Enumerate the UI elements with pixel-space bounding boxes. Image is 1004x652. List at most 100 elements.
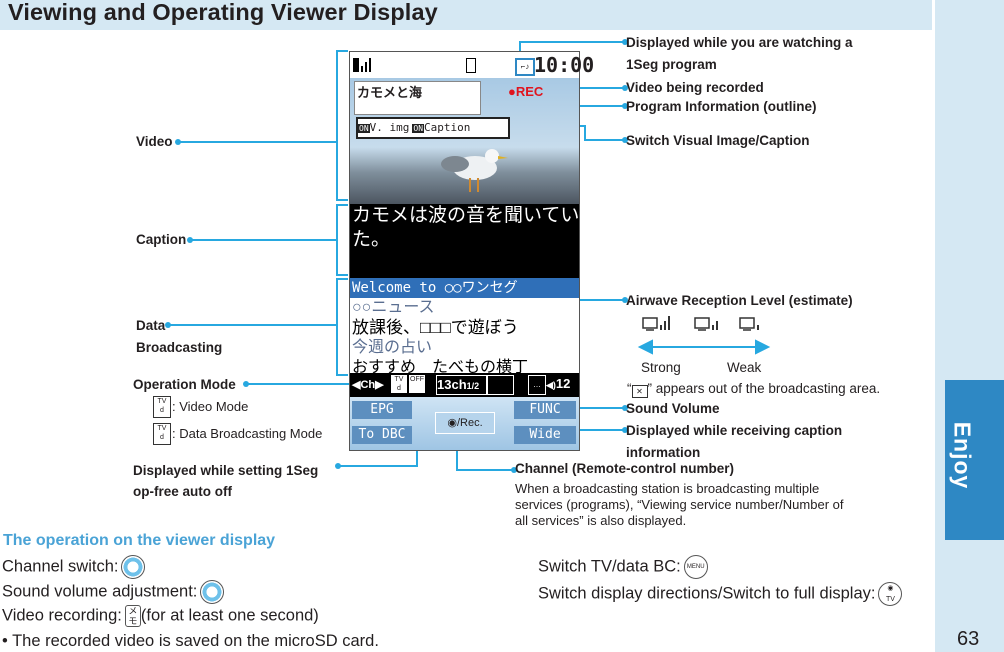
nav-key-vertical-icon bbox=[200, 580, 225, 604]
operations-title: The operation on the viewer display bbox=[3, 532, 276, 549]
volume-level: 12 bbox=[555, 376, 571, 391]
signal-level-icons bbox=[642, 316, 759, 331]
op-bullet-note: • The recorded video is saved on the mic… bbox=[2, 632, 379, 650]
on-icon-2: ON bbox=[412, 124, 425, 133]
page-header: Viewing and Operating Viewer Display bbox=[0, 0, 932, 30]
program-info-box: カモメと海 bbox=[354, 81, 481, 115]
data-line-3[interactable]: 今週の占い bbox=[352, 339, 433, 356]
battery-memo-icon bbox=[466, 58, 476, 73]
label-data-broadcasting: Data bbox=[136, 318, 166, 333]
op-channel-switch-label: Channel switch: bbox=[2, 557, 119, 576]
menu-key-icon: MENU bbox=[683, 555, 708, 579]
camera-tv-key-icon: ◉TV bbox=[878, 582, 903, 606]
op-switch-display: Switch display directions/Switch to full… bbox=[538, 582, 903, 606]
label-switch-visual: Switch Visual Image/Caption bbox=[626, 133, 810, 148]
op-switch-tv: Switch TV/data BC:MENU bbox=[538, 555, 708, 579]
data-welcome-bar: Welcome to ○○ワンセグ bbox=[350, 278, 579, 298]
caption-line-2: た。 bbox=[352, 229, 391, 250]
label-strong: Strong bbox=[641, 360, 681, 375]
camera-icon: ◉ bbox=[447, 417, 457, 429]
label-caption-info: Displayed while receiving caption bbox=[626, 423, 843, 438]
reception-level-icon bbox=[486, 375, 514, 395]
caption-label: Caption bbox=[424, 121, 471, 134]
channel-indicator: 13ch1/2 bbox=[436, 375, 488, 395]
out-of-area-text: ” appears out of the broadcasting area. bbox=[647, 381, 881, 396]
op-video-recording-label: Video recording: bbox=[2, 606, 122, 625]
caption-area: カモメは波の音を聞いてい た。 bbox=[350, 204, 579, 278]
op-video-recording: Video recording:メモ(for at least one seco… bbox=[2, 605, 319, 627]
rec-indicator: ●REC bbox=[508, 84, 544, 99]
label-recording: Video being recorded bbox=[626, 80, 764, 95]
op-switch-display-label: Switch display directions/Switch to full… bbox=[538, 584, 876, 603]
channel-desc-1: When a broadcasting station is broadcast… bbox=[515, 481, 820, 496]
tv-key-label: TV bbox=[886, 596, 895, 603]
label-auto-off-2: op-free auto off bbox=[133, 484, 232, 499]
watching-icon: ⌐♪ bbox=[515, 58, 535, 76]
softkey-func[interactable]: FUNC bbox=[514, 401, 576, 419]
caption-line-1: カモメは波の音を聞いてい bbox=[352, 205, 580, 226]
side-tab-background bbox=[935, 0, 1004, 652]
label-operation-mode: Operation Mode bbox=[133, 377, 236, 392]
channel-desc-3: all services” is also displayed. bbox=[515, 513, 687, 528]
data-line-2[interactable]: 放課後、□□□で遊ぼう bbox=[352, 318, 519, 337]
label-sound-volume: Sound Volume bbox=[626, 401, 720, 416]
label-caption-info-2: information bbox=[626, 445, 701, 460]
label-out-of-area: “✕” appears out of the broadcasting area… bbox=[627, 381, 880, 398]
page-title: Viewing and Operating Viewer Display bbox=[8, 0, 438, 25]
data-broadcasting-area: Welcome to ○○ワンセグ ○○ニュース 放課後、□□□で遊ぼう 今週の… bbox=[350, 278, 579, 378]
softkey-to-dbc[interactable]: To DBC bbox=[352, 426, 412, 444]
volume-indicator: ◀)12 bbox=[546, 375, 570, 394]
label-airwave: Airwave Reception Level (estimate) bbox=[626, 293, 853, 308]
on-icon: ON bbox=[358, 124, 370, 133]
label-watching-2: 1Seg program bbox=[626, 57, 717, 72]
softkey-wide[interactable]: Wide bbox=[514, 426, 576, 444]
op-sound-volume-label: Sound volume adjustment: bbox=[2, 582, 198, 601]
data-line-4[interactable]: おすすめ たべもの横丁 bbox=[352, 359, 529, 376]
data-line-1[interactable]: ○○ニュース bbox=[352, 299, 435, 316]
label-channel: Channel (Remote-control number) bbox=[515, 461, 735, 476]
channel-sub: 1/2 bbox=[466, 381, 480, 391]
auto-off-icon: OFF bbox=[409, 375, 425, 393]
page-number: 63 bbox=[957, 628, 980, 650]
out-of-area-icon: ✕ bbox=[631, 385, 648, 398]
label-data-mode: : Data Broadcasting Mode bbox=[172, 426, 323, 441]
op-sound-volume: Sound volume adjustment: bbox=[2, 580, 225, 604]
quote-open: “ bbox=[627, 381, 632, 396]
label-caption: Caption bbox=[136, 232, 187, 247]
label-auto-off: Displayed while setting 1Seg bbox=[133, 463, 319, 478]
label-program-info: Program Information (outline) bbox=[626, 99, 817, 114]
speaker-icon: ◀) bbox=[546, 380, 556, 390]
op-video-recording-note: (for at least one second) bbox=[140, 606, 319, 625]
channel-arrows: ◀Ch▶ bbox=[352, 379, 384, 391]
memo-key-icon: メモ bbox=[124, 605, 141, 627]
label-watching: Displayed while you are watching a bbox=[626, 35, 853, 50]
op-channel-switch: Channel switch: bbox=[2, 555, 146, 579]
clock: 10:00 bbox=[534, 53, 595, 77]
antenna-icon bbox=[353, 58, 371, 72]
status-bar: ⌐♪ 10:00 bbox=[350, 52, 594, 78]
nav-key-horizontal-icon bbox=[121, 555, 146, 579]
caption-info-icon: … bbox=[528, 375, 546, 395]
softkey-area: EPG To DBC ◉/Rec. FUNC Wide bbox=[350, 397, 579, 450]
channel-number: 13ch bbox=[437, 377, 467, 392]
program-title: カモメと海 bbox=[357, 85, 423, 100]
softkey-epg[interactable]: EPG bbox=[352, 401, 412, 419]
label-data-broadcasting-2: Broadcasting bbox=[136, 340, 223, 355]
label-weak: Weak bbox=[727, 360, 762, 375]
channel-desc-2: services (programs), “Viewing service nu… bbox=[515, 497, 844, 512]
softkey-rec[interactable]: ◉/Rec. bbox=[435, 412, 495, 434]
vimg-label: V. img bbox=[369, 121, 410, 134]
seagull-image bbox=[441, 149, 508, 192]
softkey-rec-label: /Rec. bbox=[456, 417, 483, 429]
label-video: Video bbox=[136, 134, 173, 149]
label-video-mode: : Video Mode bbox=[172, 399, 249, 414]
side-tab-highlight bbox=[945, 380, 1004, 540]
op-switch-tv-label: Switch TV/data BC: bbox=[538, 557, 681, 576]
